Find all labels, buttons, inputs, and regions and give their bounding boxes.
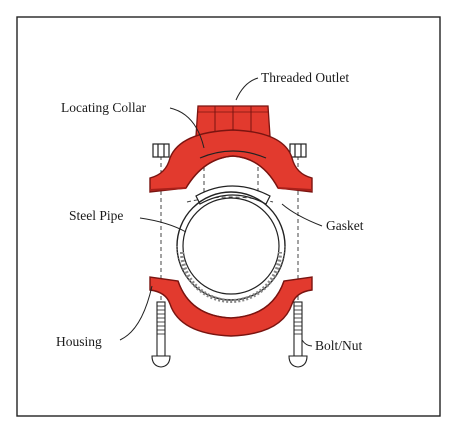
locating-collar (199, 150, 267, 159)
label-bolt-nut: Bolt/Nut (315, 338, 363, 353)
upper-housing (149, 129, 313, 193)
leader-lines (119, 77, 323, 347)
label-steel-pipe: Steel Pipe (69, 208, 123, 223)
label-gasket: Gasket (326, 218, 364, 233)
right-bolt (288, 301, 308, 368)
label-locating-collar: Locating Collar (61, 100, 147, 115)
left-bolt (151, 301, 171, 368)
lower-housing (149, 276, 313, 337)
label-housing: Housing (56, 334, 102, 349)
left-hex-nut (152, 143, 170, 158)
label-threaded-outlet: Threaded Outlet (261, 70, 349, 85)
steel-pipe (176, 191, 286, 303)
right-hex-nut (289, 143, 307, 158)
